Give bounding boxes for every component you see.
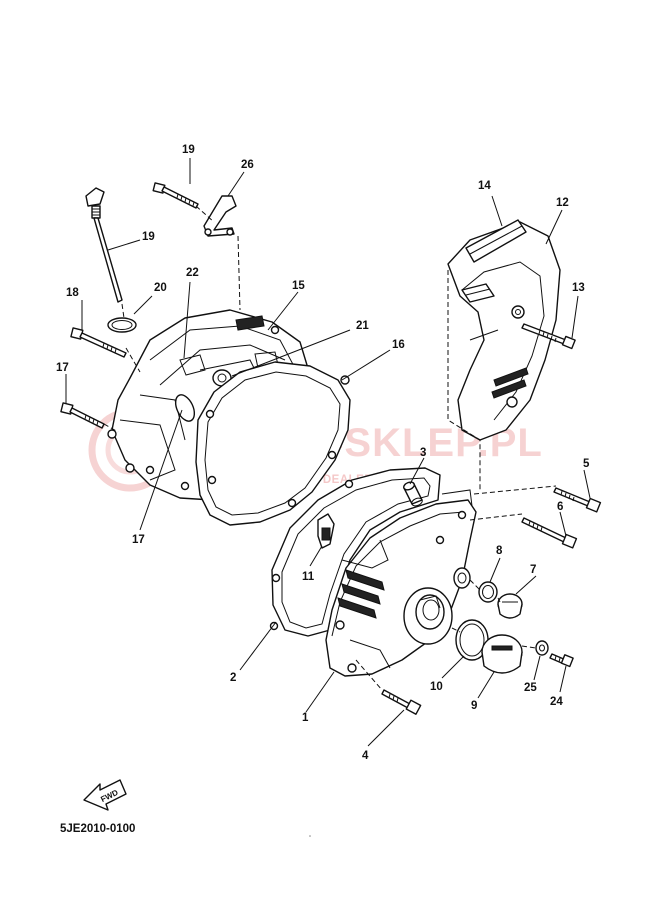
- callout-11: 11: [302, 571, 315, 583]
- part-o-ring-8[interactable]: [478, 581, 498, 603]
- part-bolt-5[interactable]: [553, 487, 602, 513]
- part-bolt-18[interactable]: [60, 402, 105, 429]
- part-plug-7[interactable]: [497, 593, 523, 619]
- part-bolt-19-top[interactable]: [152, 182, 199, 209]
- callout-8: 8: [496, 545, 503, 557]
- callout-22: 21: [356, 320, 369, 332]
- callout-20: 19: [142, 231, 155, 243]
- callout-23: 22: [186, 267, 199, 279]
- part-bolt-4[interactable]: [381, 689, 422, 715]
- callout-19-top: 19: [182, 144, 195, 156]
- callout-21: 20: [154, 282, 167, 294]
- callout-3: 3: [420, 447, 426, 459]
- part-bolt-19-left[interactable]: [70, 327, 127, 358]
- callout-numbers: 19 26 19 20 18 22 15 21 16 17 17 14 12 1…: [56, 144, 590, 762]
- part-plug-9[interactable]: [481, 634, 523, 674]
- part-seal-14[interactable]: [461, 219, 527, 303]
- callout-26: 25: [524, 682, 537, 694]
- callout-24: 26: [241, 159, 254, 171]
- callout-5: 5: [583, 458, 590, 470]
- leader-lines: [65, 158, 591, 747]
- part-clamp-bracket-24[interactable]: [203, 195, 237, 237]
- callout-15: 15: [292, 280, 305, 292]
- callout-13: 13: [572, 282, 585, 294]
- callout-9: 9: [471, 700, 477, 712]
- callout-12: 12: [556, 197, 569, 209]
- part-washer-26[interactable]: [535, 640, 549, 656]
- callout-4: 4: [362, 750, 369, 762]
- part-cover-12[interactable]: [447, 221, 561, 441]
- assembly-lines: [103, 205, 557, 691]
- part-dowel-pin-3[interactable]: [403, 481, 424, 508]
- part-oil-dipstick[interactable]: [85, 187, 123, 303]
- callout-1: 1: [302, 712, 309, 724]
- callout-25: 24: [550, 696, 563, 708]
- callout-7: 7: [530, 564, 536, 576]
- callout-19-left: 18: [66, 287, 79, 299]
- callout-2: 2: [230, 672, 236, 684]
- part-gasket-16[interactable]: [195, 361, 351, 526]
- part-bolt-25[interactable]: [549, 653, 574, 668]
- stray-mark: [309, 835, 311, 837]
- fwd-arrow-icon: FWD: [83, 779, 127, 811]
- part-gasket-2[interactable]: [269, 467, 441, 637]
- part-crankcase-cover-1[interactable]: [325, 489, 477, 677]
- callout-6: 6: [557, 501, 563, 513]
- diagram-code: 5JE2010-0100: [60, 823, 136, 835]
- callout-18: 17: [56, 362, 69, 374]
- part-clip-11[interactable]: [317, 513, 335, 549]
- part-bolt-13[interactable]: [521, 323, 576, 350]
- callout-10: 10: [430, 681, 443, 693]
- part-bolt-6[interactable]: [521, 517, 578, 549]
- callout-16: 16: [392, 339, 405, 351]
- callout-14: 14: [478, 180, 491, 192]
- callout-17: 17: [132, 534, 145, 546]
